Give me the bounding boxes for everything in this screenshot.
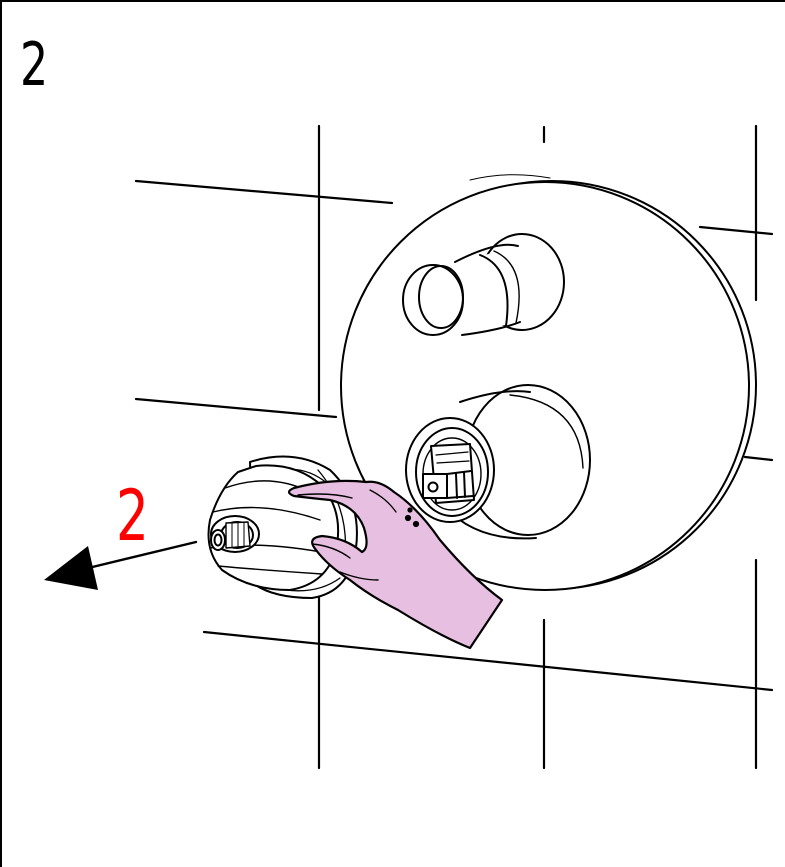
arrow-left-icon (44, 540, 198, 590)
wall-tile-grid (134, 124, 774, 770)
tile-line (202, 630, 774, 692)
tile-line (698, 225, 774, 236)
valve-body (405, 384, 591, 540)
diverter-knob (402, 233, 565, 336)
frame-top-border (0, 0, 785, 2)
cartridge (207, 455, 358, 599)
tile-line (134, 179, 394, 205)
tile-line (743, 455, 774, 462)
step-number: 2 (20, 30, 49, 100)
hand-icon (287, 479, 504, 650)
frame-left-border (0, 0, 2, 867)
tile-line (134, 397, 338, 419)
action-number: 2 (116, 475, 149, 557)
